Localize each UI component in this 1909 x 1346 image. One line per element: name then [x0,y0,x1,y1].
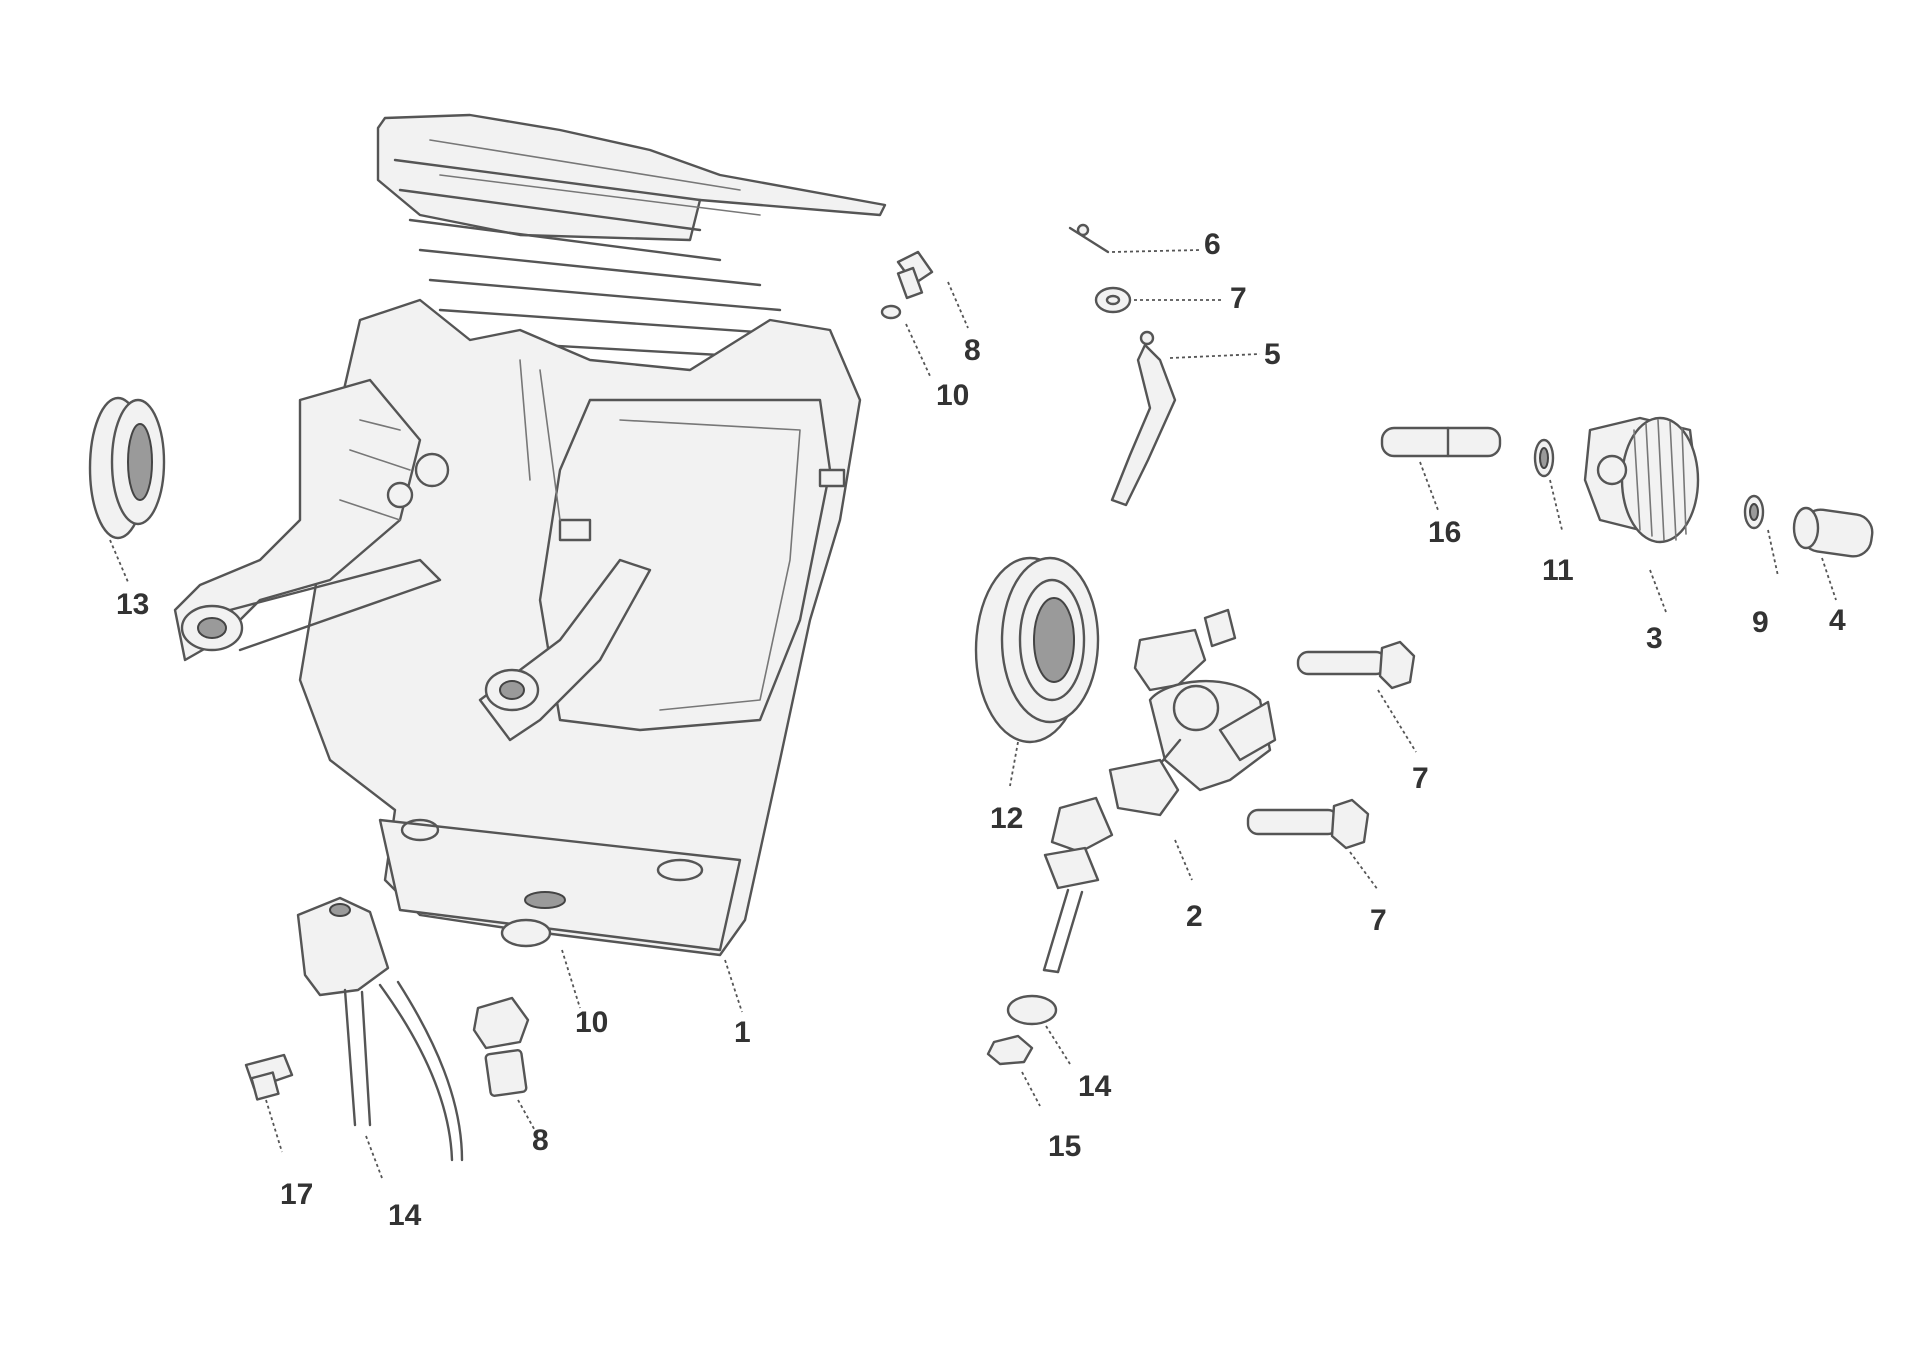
callout-labels: 1 2 3 4 5 6 7 7 7 8 8 9 10 10 11 12 13 1… [116,228,1846,1232]
callout-1: 1 [734,1016,751,1049]
washer-part-7-top [1094,286,1132,314]
pin-part-6 [1068,223,1110,254]
washer-part-10-bottom [500,918,552,948]
callout-17: 17 [280,1178,313,1211]
crankcase-part-1 [173,113,887,957]
callout-6: 6 [1204,228,1221,261]
callout-10-top: 10 [936,379,969,412]
callout-10-bottom: 10 [575,1006,608,1039]
governor-arm-part-5 [1110,330,1177,507]
clip-part-11 [1533,438,1555,478]
callout-9: 9 [1752,606,1769,639]
callout-7-mid: 7 [1412,762,1429,795]
callout-15: 15 [1048,1130,1081,1163]
bolt-part-7-lower [1246,798,1370,850]
bolt-part-7-upper [1296,640,1416,690]
crankshaft-part-2 [1042,608,1277,974]
callout-8-top: 8 [964,334,981,367]
callout-11: 11 [1542,554,1574,587]
bushing-part-4 [1792,506,1874,558]
gear-part-3 [1583,416,1700,544]
callout-12: 12 [990,802,1023,835]
callout-7-top: 7 [1230,282,1247,315]
callout-2: 2 [1186,900,1203,933]
callout-14-right: 14 [1078,1070,1112,1103]
clip-part-9 [1743,494,1765,530]
callout-5: 5 [1264,338,1281,371]
washer-part-14-right [1006,994,1058,1026]
callout-4: 4 [1829,604,1846,637]
seal-part-12 [974,556,1100,744]
callout-16: 16 [1428,516,1461,549]
leader-lines [109,249,1837,1179]
plug-part-8-bottom [472,996,530,1097]
shaft-part-16 [1380,426,1502,458]
bolt-part-17 [244,1053,294,1101]
plug-part-8-top [896,250,934,300]
washer-part-10-top [880,304,902,320]
callout-8-bottom: 8 [532,1124,549,1157]
callout-14-left: 14 [388,1199,422,1232]
callout-7-low: 7 [1370,904,1387,937]
nut-part-15 [986,1034,1034,1066]
callout-13: 13 [116,588,149,621]
callout-3: 3 [1646,622,1663,655]
oil-seal-part-13 [88,396,166,540]
breather-tube-part-14 [296,896,464,1162]
